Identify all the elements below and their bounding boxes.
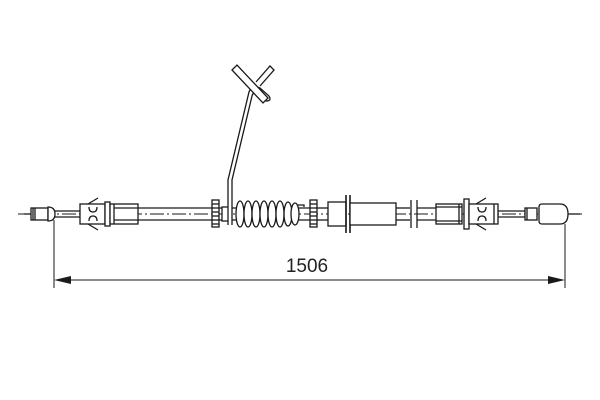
arrow-right-icon <box>548 276 565 284</box>
middle-sleeve <box>349 200 436 228</box>
adjuster-nut-right <box>309 199 318 228</box>
right-retainer-clip <box>468 197 499 231</box>
left-sleeve <box>109 203 139 225</box>
left-retainer-clip <box>79 197 111 231</box>
return-spring <box>235 200 300 228</box>
mounting-bracket <box>327 195 351 233</box>
right-sleeve <box>435 198 470 230</box>
right-end-fitting <box>524 203 580 225</box>
adjuster-nut-left <box>211 199 220 228</box>
length-dimension-label: 1506 <box>285 256 329 277</box>
left-end-fitting <box>24 206 80 222</box>
arrow-left-icon <box>54 276 71 284</box>
lever-rod <box>227 64 275 225</box>
